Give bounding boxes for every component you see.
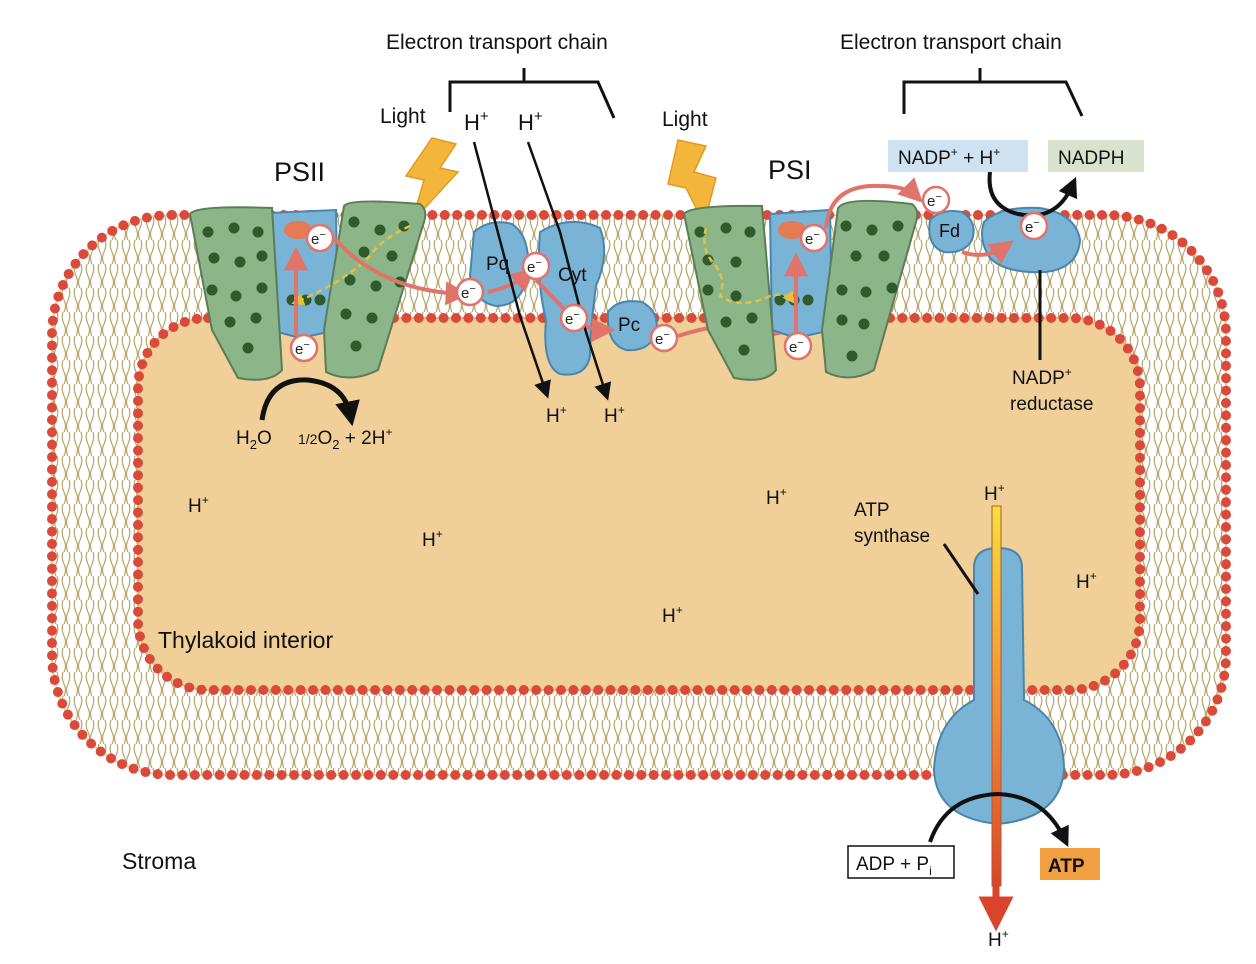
cyt-label: Cyt [558, 265, 587, 286]
oxygen-protons-label: 1/2O2 + 2H+ [298, 425, 392, 452]
svg-text:ATP: ATP [1048, 856, 1085, 877]
proton-lumen-cyt: H+ [604, 403, 625, 427]
svg-text:H+: H+ [464, 108, 489, 135]
nadp-plus-h-box: NADP+ + H+ [888, 140, 1028, 172]
light-label-right: Light [662, 108, 708, 131]
svg-text:e−: e− [527, 257, 542, 276]
electron-nadp-reductase: e− [1019, 211, 1049, 241]
svg-text:H+: H+ [766, 485, 787, 509]
atp-synthase-label-2: synthase [854, 526, 930, 547]
electrons: e− e− e− e− e− e− e− e− e− e− [289, 185, 1049, 363]
proton-lumen-pq: H+ [546, 403, 567, 427]
psii-label: PSII [274, 157, 325, 187]
svg-text:ADP + Pi: ADP + Pi [856, 854, 932, 878]
electron-fd: e− [921, 185, 951, 215]
svg-text:H+: H+ [546, 403, 567, 427]
lightning-icon-left [404, 137, 460, 223]
svg-text:e−: e− [655, 329, 670, 348]
svg-text:e−: e− [789, 337, 804, 356]
nadp-reductase-label-2: reductase [1010, 394, 1093, 415]
svg-text:e−: e− [295, 339, 310, 358]
svg-text:H+: H+ [188, 493, 209, 517]
nadph-box: NADPH [1048, 140, 1144, 172]
pc-complex: Pc [606, 300, 658, 352]
psi-label: PSI [768, 155, 812, 185]
svg-text:e−: e− [927, 191, 942, 210]
svg-text:H+: H+ [984, 481, 1005, 505]
electron-cyt-bottom: e− [559, 303, 589, 333]
svg-text:NADPH: NADPH [1058, 148, 1125, 169]
pq-label: Pq [486, 254, 509, 275]
svg-text:e−: e− [1025, 217, 1040, 236]
fd-label: Fd [939, 221, 960, 241]
svg-text:NADP+ + H+: NADP+ + H+ [898, 145, 1000, 169]
electron-psi-bottom: e− [783, 331, 813, 361]
electron-psii-bottom: e− [289, 333, 319, 363]
atp-box: ATP [1040, 848, 1100, 880]
svg-text:H+: H+ [422, 527, 443, 551]
etc-label-right: Electron transport chain [840, 31, 1062, 54]
nadp-reductase-label: NADP+ [1012, 365, 1072, 389]
fd-complex: Fd [928, 210, 975, 254]
svg-text:e−: e− [805, 229, 820, 248]
electron-pc: e− [649, 323, 679, 353]
svg-text:H+: H+ [518, 108, 543, 135]
etc-label-left: Electron transport chain [386, 31, 608, 54]
svg-text:e−: e− [565, 309, 580, 328]
lightning-icon-right [667, 139, 717, 227]
svg-text:e−: e− [461, 283, 476, 302]
etc-bracket-left [448, 68, 616, 119]
lumen-protons: H+ H+ H+ H+ H+ H+ [188, 481, 1097, 627]
pc-label: Pc [618, 315, 640, 336]
water-label: H2O [236, 428, 272, 452]
proton-top-1: H+ [464, 108, 489, 135]
adp-pi-box: ADP + Pi [847, 845, 955, 879]
svg-text:H+: H+ [988, 927, 1009, 951]
light-label-left: Light [380, 105, 426, 128]
svg-text:H+: H+ [1076, 569, 1097, 593]
electron-cyt-top: e− [521, 251, 551, 281]
proton-top-2: H+ [518, 108, 543, 135]
etc-bracket-right [902, 68, 1084, 117]
svg-text:e−: e− [311, 229, 326, 248]
stroma-label: Stroma [122, 848, 196, 874]
electron-psi-top: e− [799, 223, 829, 253]
svg-text:H+: H+ [604, 403, 625, 427]
atp-synthase [932, 505, 1066, 932]
atp-synthase-label: ATP [854, 500, 890, 521]
svg-text:H+: H+ [662, 603, 683, 627]
electron-pq-in: e− [455, 277, 485, 307]
psii-pigments [202, 216, 410, 354]
psi-complex [682, 199, 919, 381]
proton-stroma-exit: H+ [988, 927, 1009, 951]
thylakoid-interior-label: Thylakoid interior [158, 627, 333, 653]
electron-psii-top: e− [305, 223, 335, 253]
